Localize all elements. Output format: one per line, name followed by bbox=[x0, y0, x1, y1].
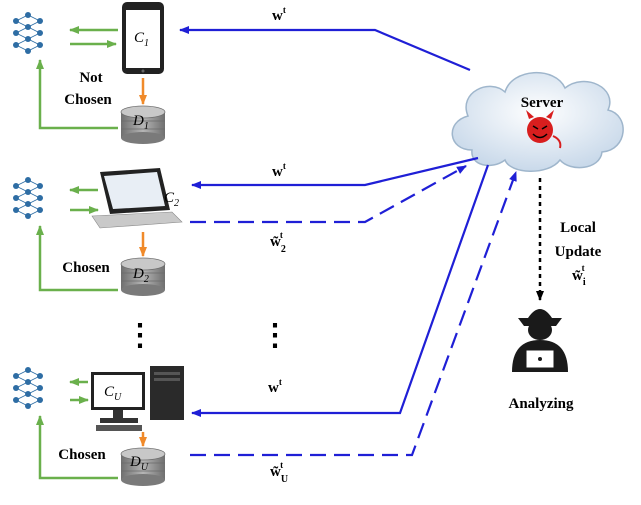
arrow-global-model-1 bbox=[179, 26, 471, 72]
status-1-line2: Chosen bbox=[64, 92, 112, 108]
arrow-train-loop bbox=[36, 415, 118, 480]
data-label-1: D1 bbox=[132, 113, 149, 132]
status-label-u: Chosen bbox=[58, 447, 106, 463]
hacker-icon bbox=[512, 309, 568, 372]
device-label-1: C1 bbox=[134, 30, 149, 49]
neural-network-icon bbox=[12, 11, 44, 55]
data-label-2: D2 bbox=[132, 266, 149, 285]
device-label-2: C2 bbox=[164, 190, 179, 209]
arrow-upload-2 bbox=[190, 165, 467, 224]
analyzing-label: Analyzing bbox=[508, 396, 574, 412]
upload-label-2: w̃2t bbox=[270, 230, 286, 255]
data-label-u: DU bbox=[129, 454, 149, 473]
status-label-1: Not bbox=[79, 70, 102, 86]
ellipsis-links: ⋮ bbox=[260, 319, 290, 352]
devil-icon bbox=[526, 110, 562, 149]
arrow-train-loop bbox=[36, 225, 118, 292]
local-update-line1: Local bbox=[560, 220, 596, 236]
device-label-u: CU bbox=[104, 384, 122, 403]
neural-network-icon bbox=[12, 176, 44, 220]
local-update-var: w̃it bbox=[572, 263, 586, 288]
phone-icon bbox=[122, 2, 164, 74]
status-label-2: Chosen bbox=[62, 260, 110, 276]
status-1-line1: Not bbox=[79, 70, 102, 86]
laptop-icon bbox=[91, 168, 183, 229]
desktop-icon bbox=[91, 366, 184, 431]
upload-label-u: w̃Ut bbox=[270, 460, 288, 485]
server-label: Server bbox=[521, 95, 564, 111]
local-update-line2: Update bbox=[555, 244, 602, 260]
link-label-2: wt bbox=[272, 161, 286, 180]
arrow-global-model-2 bbox=[191, 156, 479, 189]
arrow-train-loop bbox=[36, 59, 118, 130]
link-label-u: wt bbox=[268, 377, 282, 396]
arrow-upload-u bbox=[190, 171, 518, 457]
ellipsis-clients: ⋮ bbox=[125, 319, 155, 352]
link-label-1: wt bbox=[272, 5, 286, 24]
neural-network-icon bbox=[12, 366, 44, 410]
arrow-global-model-u bbox=[191, 164, 490, 417]
